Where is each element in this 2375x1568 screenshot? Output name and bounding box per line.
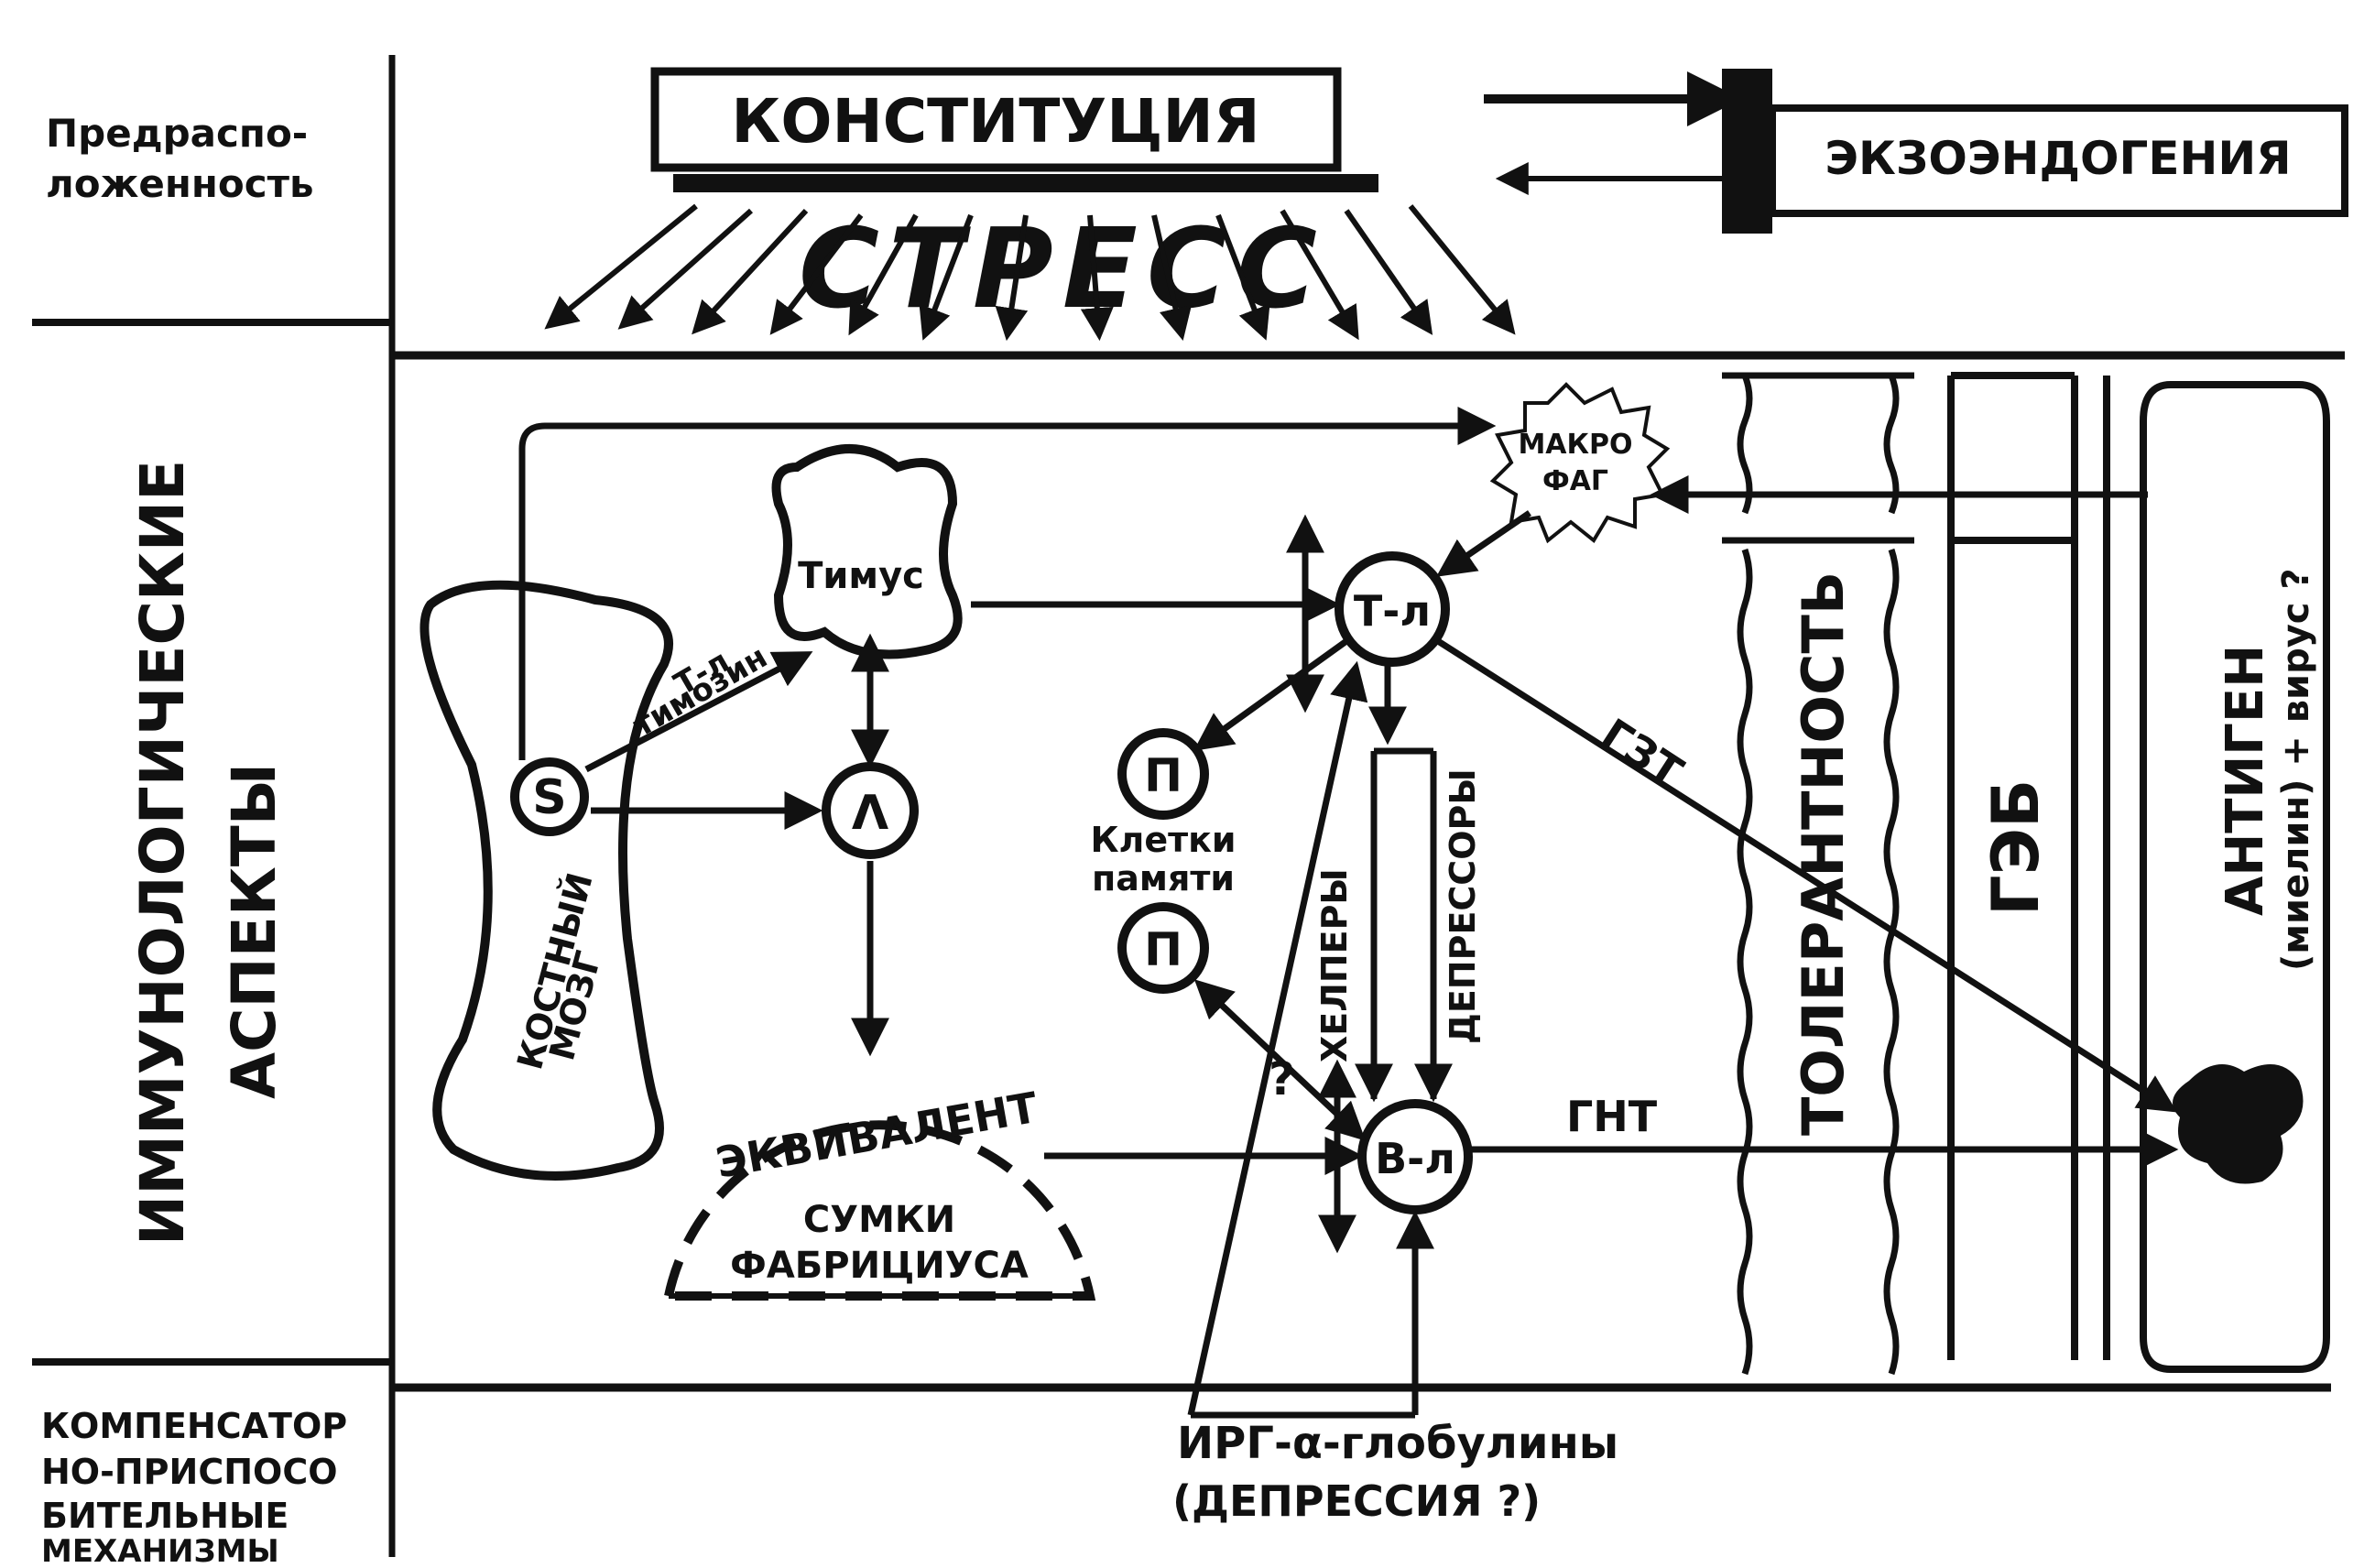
svg-text:Предраспо-: Предраспо- xyxy=(46,111,308,156)
stress-arrows xyxy=(544,203,1516,342)
marrow-to-macrophage-arrow xyxy=(518,407,1497,760)
svg-text:ложенность: ложенность xyxy=(46,161,314,206)
antigen-label: АНТИГЕН xyxy=(2216,645,2275,916)
svg-text:АСПЕКТЫ: АСПЕКТЫ xyxy=(219,763,289,1099)
stem-cell-label: S xyxy=(532,770,566,825)
exoendogeny-block xyxy=(1722,69,1772,234)
memory-cell-label-2: П xyxy=(1144,923,1182,976)
bone-marrow-label: КОСТНЫЙ МОЗГ xyxy=(509,868,609,1073)
dth-label: ГЗТ xyxy=(1593,709,1692,797)
memory-cells-caption: Клетки памяти xyxy=(1090,820,1236,898)
suppressors-label: ДЕПРЕССОРЫ xyxy=(1443,768,1483,1044)
compensatory-mechanisms-label: КОМПЕНСАТОР НО-ПРИСПОСО БИТЕЛЬНЫЕ МЕХАНИ… xyxy=(41,1406,347,1568)
stress-label: СТРЕСС xyxy=(799,206,1326,333)
macrophage-to-tl-arrow xyxy=(1436,510,1531,577)
bbb-barrier xyxy=(1947,372,2110,1360)
depression-label: (ДЕПРЕССИЯ ?) xyxy=(1172,1476,1541,1526)
question-mark: ? xyxy=(1269,1052,1295,1105)
helper-suppressor-loop xyxy=(1370,747,1437,1099)
bursa-equivalent-label: ЭКВИВАЛЕНТ xyxy=(713,1083,1042,1188)
bursa-name-label: СУМКИ ФАБРИЦИУСА xyxy=(730,1199,1029,1287)
constitution-box xyxy=(650,67,1342,172)
memory-bl-arrow xyxy=(1193,979,1367,1141)
antigen-note: (миелин) + вирус ? xyxy=(2275,568,2317,971)
memory-cell-label-1: П xyxy=(1144,749,1182,802)
stem-to-thymus-arrow xyxy=(584,651,813,773)
constitution-base xyxy=(673,174,1378,192)
memory-cell-node-1 xyxy=(1117,728,1209,820)
macrophage-label: МАКРО ФАГ xyxy=(1518,429,1632,497)
svg-text:МЕХАНИЗМЫ: МЕХАНИЗМЫ xyxy=(41,1533,279,1568)
svg-text:МАКРО: МАКРО xyxy=(1518,429,1632,461)
thymus-shape xyxy=(771,444,963,659)
globulins-to-tl-arrow xyxy=(1187,660,1368,1416)
predisposition-label: Предраспо- ложенность xyxy=(46,111,314,206)
svg-text:ФАБРИЦИУСА: ФАБРИЦИУСА xyxy=(730,1245,1029,1287)
svg-text:НО-ПРИСПОСО: НО-ПРИСПОСО xyxy=(41,1452,338,1492)
macrophage-core xyxy=(1520,408,1630,517)
constitution-label: КОНСТИТУЦИЯ xyxy=(731,86,1259,157)
exoendogeny-label: ЭКЗОЭНДОГЕНИЯ xyxy=(1825,132,2291,185)
b-lymphocyte-label: В-л xyxy=(1375,1134,1455,1183)
globulins-label: ИРГ-α-глобулины xyxy=(1177,1418,1618,1469)
bursa-equivalent-dome xyxy=(664,1120,1096,1301)
svg-text:БИТЕЛЬНЫЕ: БИТЕЛЬНЫЕ xyxy=(41,1496,289,1536)
svg-text:ИММУНОЛОГИЧЕСКИЕ: ИММУНОЛОГИЧЕСКИЕ xyxy=(127,460,198,1246)
thymus-label: Тимус xyxy=(798,555,924,597)
tolerance-barrier xyxy=(1722,372,1914,1376)
antigen-target xyxy=(2173,1064,2304,1184)
svg-text:ФАГ: ФАГ xyxy=(1542,465,1608,497)
stem-cell-node xyxy=(510,757,589,836)
tl-to-memory-arrow xyxy=(1193,638,1349,751)
antigen-box xyxy=(2140,381,2330,1373)
svg-text:памяти: памяти xyxy=(1092,858,1235,898)
iht-label: ГНТ xyxy=(1566,1092,1658,1141)
svg-text:КОМПЕНСАТОР: КОМПЕНСАТОР xyxy=(41,1406,347,1446)
memory-cell-node-2 xyxy=(1117,902,1209,994)
svg-text:СУМКИ: СУМКИ xyxy=(803,1199,955,1241)
macrophage-shape xyxy=(1489,382,1671,544)
helpers-label: ХЕЛПЕРЫ xyxy=(1314,868,1355,1062)
tolerance-label: ТОЛЕРАНТНОСТЬ xyxy=(1790,572,1857,1136)
lambda-label: Λ xyxy=(852,786,888,841)
svg-text:Клетки: Клетки xyxy=(1090,820,1236,860)
dth-arrow xyxy=(1436,638,2178,1113)
t-lymphocyte-label: Т-л xyxy=(1354,586,1431,636)
bone-marrow-shape xyxy=(419,580,673,1181)
immunological-aspects-label: ИММУНОЛОГИЧЕСКИЕ АСПЕКТЫ xyxy=(127,460,289,1246)
bbb-label: ГЭБ xyxy=(1978,779,2054,916)
